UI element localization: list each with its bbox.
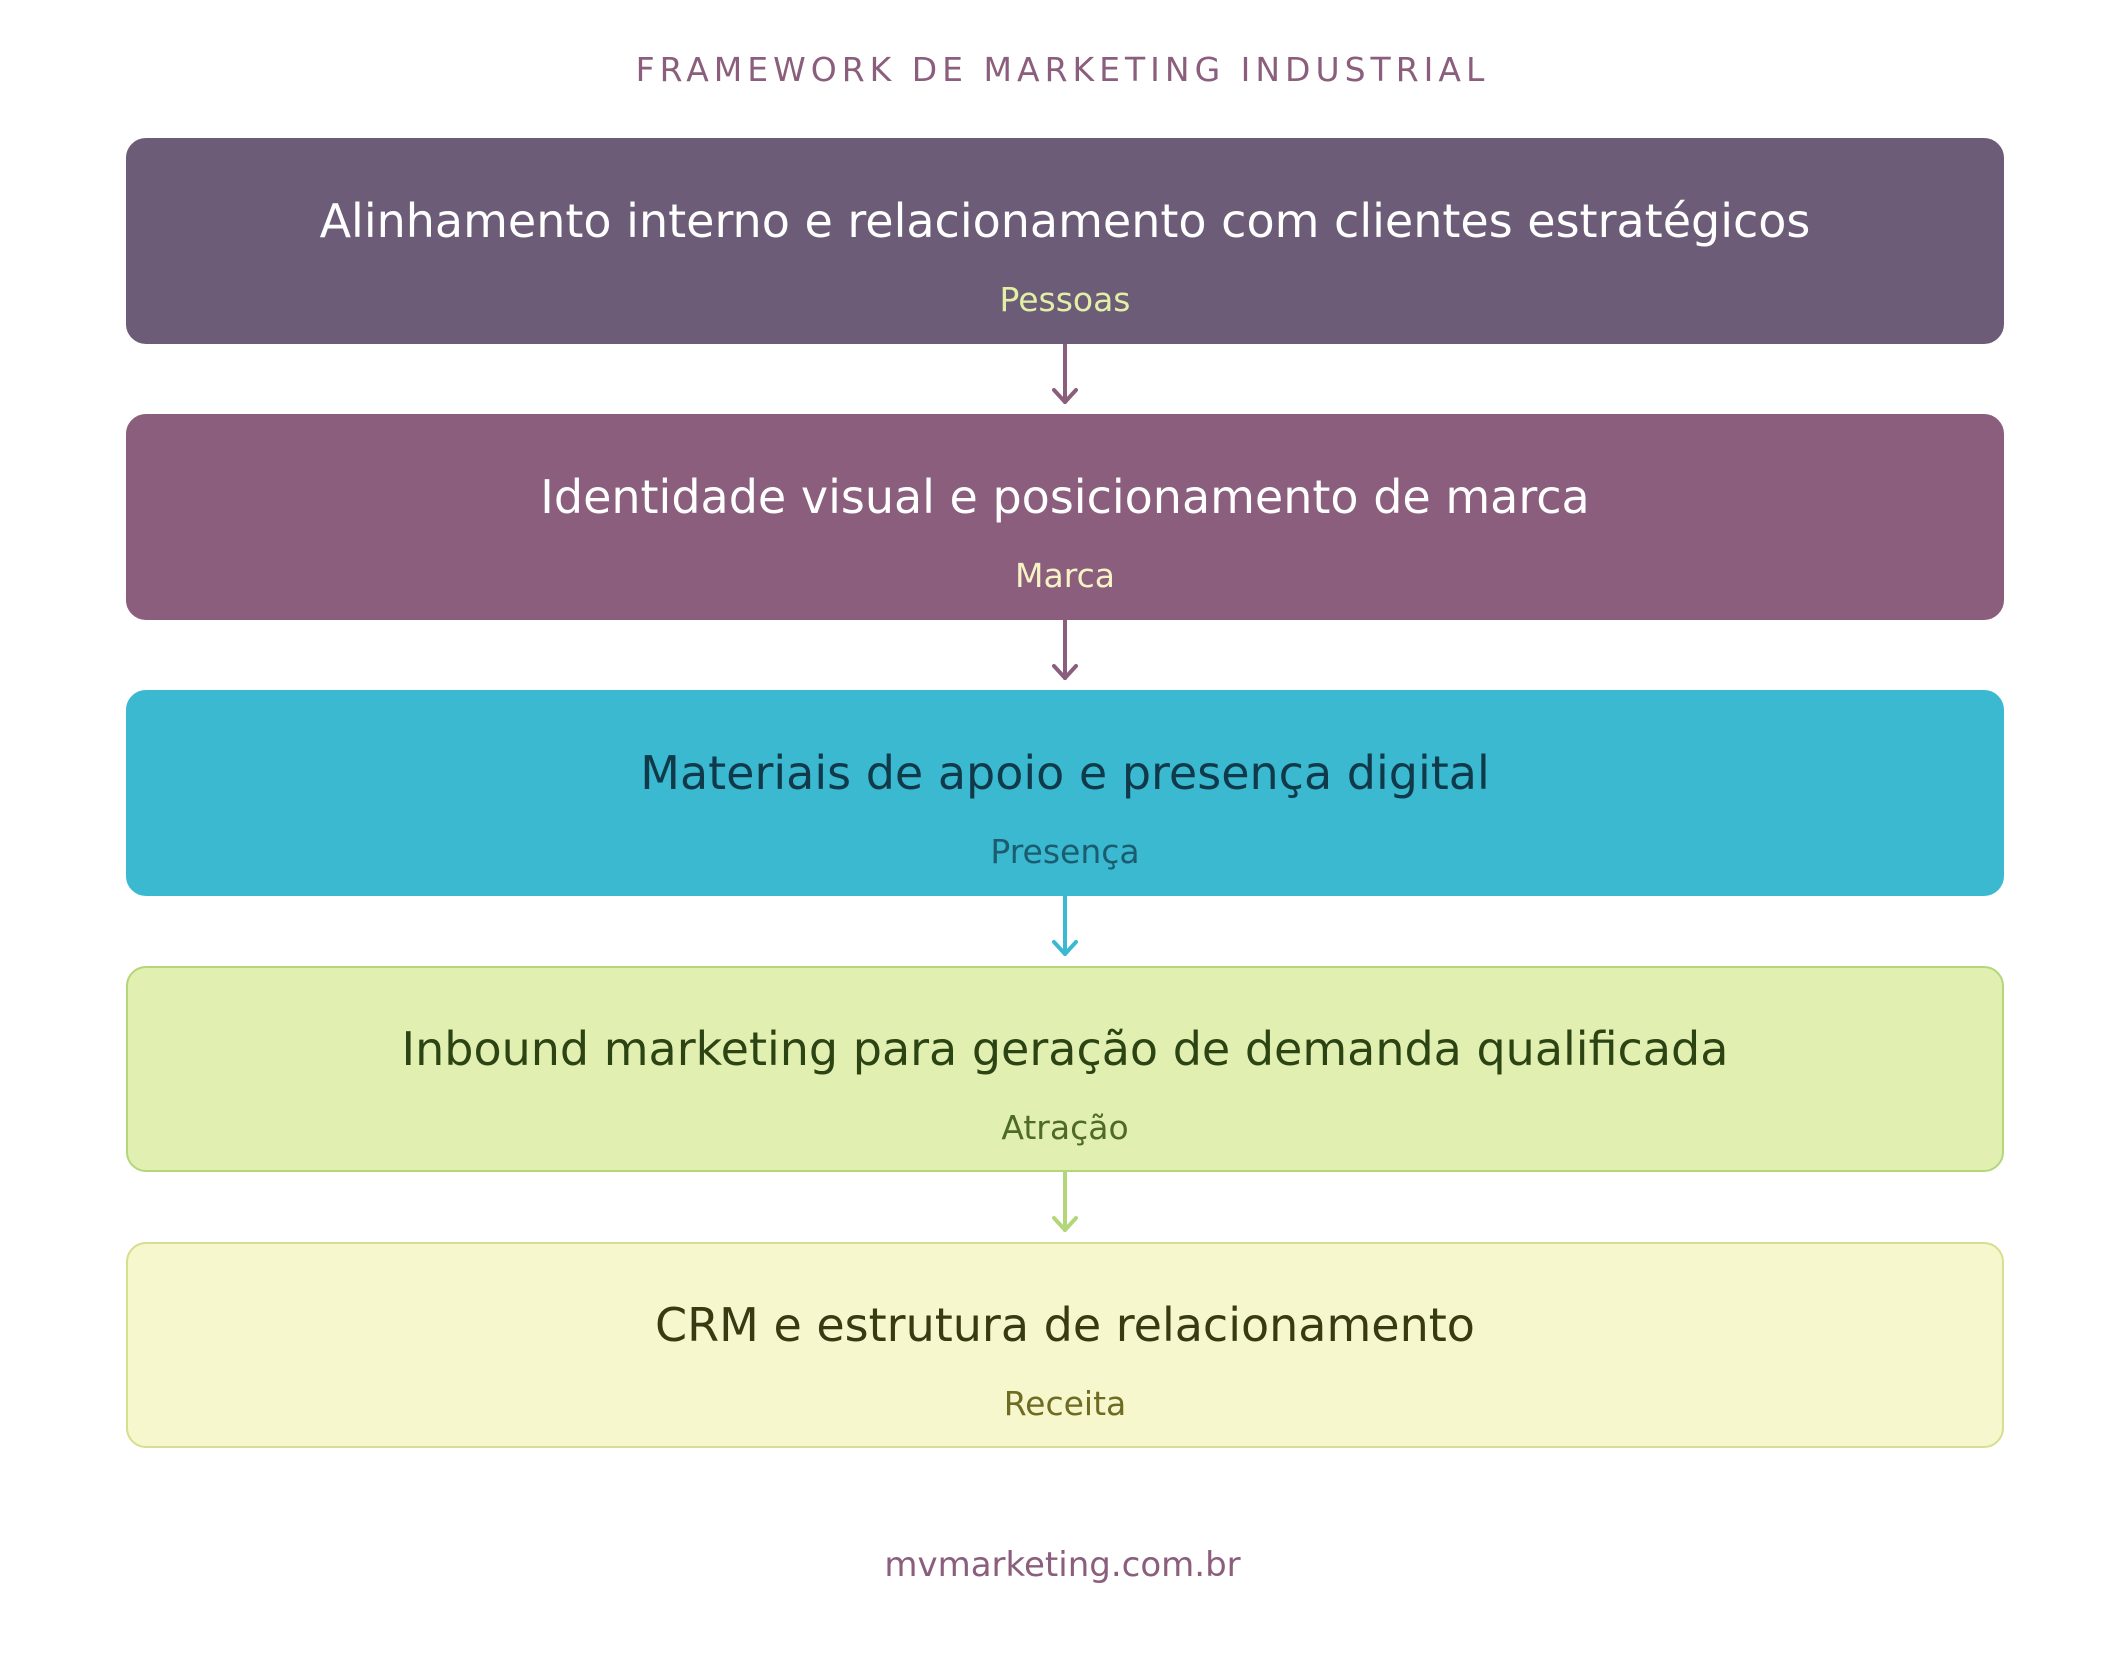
step-pessoas: Alinhamento interno e relacionamento com… bbox=[126, 138, 2004, 344]
step-atracao: Inbound marketing para geração de demand… bbox=[126, 966, 2004, 1172]
step-title: Inbound marketing para geração de demand… bbox=[401, 1022, 1729, 1076]
step-label: Presença bbox=[990, 832, 1140, 871]
step-presenca: Materiais de apoio e presença digital Pr… bbox=[126, 690, 2004, 896]
step-title: Alinhamento interno e relacionamento com… bbox=[319, 194, 1811, 248]
arrow-down-icon bbox=[1052, 896, 1078, 956]
step-label: Receita bbox=[1003, 1384, 1127, 1423]
step-title: Identidade visual e posicionamento de ma… bbox=[540, 470, 1590, 524]
arrow-down-icon bbox=[1052, 620, 1078, 680]
step-marca: Identidade visual e posicionamento de ma… bbox=[126, 414, 2004, 620]
footer-website: mvmarketing.com.br bbox=[884, 1545, 1241, 1585]
step-receita: CRM e estrutura de relacionamento Receit… bbox=[126, 1242, 2004, 1448]
step-label: Marca bbox=[1015, 556, 1115, 595]
step-title: Materiais de apoio e presença digital bbox=[640, 746, 1490, 800]
step-label: Pessoas bbox=[999, 280, 1131, 319]
arrow-down-icon bbox=[1052, 1172, 1078, 1232]
arrow-down-icon bbox=[1052, 344, 1078, 404]
step-title: CRM e estrutura de relacionamento bbox=[655, 1298, 1475, 1352]
step-label: Atração bbox=[1001, 1108, 1129, 1147]
diagram-title: FRAMEWORK DE MARKETING INDUSTRIAL bbox=[635, 50, 1490, 89]
